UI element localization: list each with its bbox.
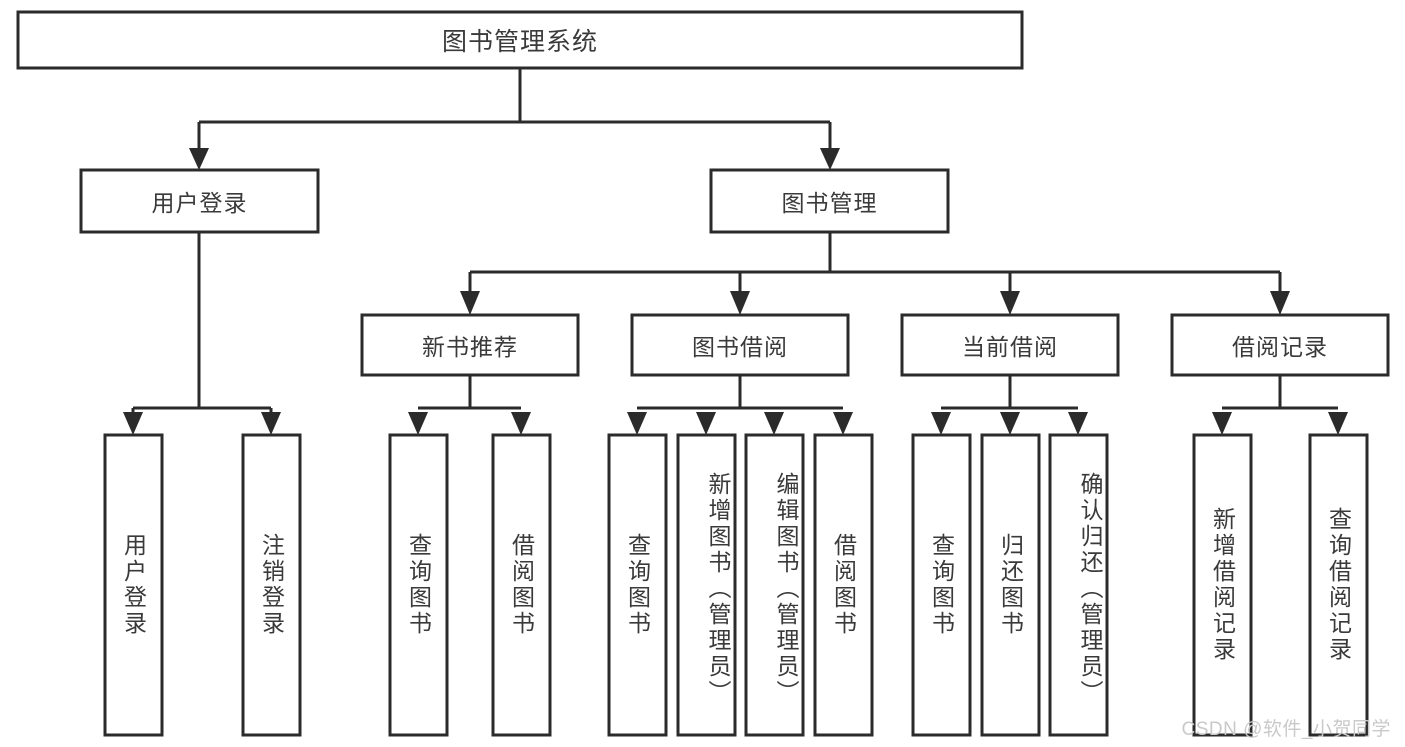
arrow-head-leaf-borrow-book-1 — [511, 412, 531, 435]
node-box-root[interactable] — [16, 10, 1024, 70]
node-box-leaf-query-record[interactable] — [1308, 433, 1369, 737]
connector-bookborrow-to-leaves — [627, 375, 853, 435]
arrow-head-leaf-edit-book — [764, 412, 784, 435]
arrow-head-leaf-query-record — [1328, 412, 1348, 435]
node-box-current-borrow[interactable] — [900, 313, 1120, 377]
node-box-leaf-confirm-return[interactable] — [1048, 433, 1109, 737]
arrow-head-leaf-return-book — [1000, 412, 1020, 435]
arrow-head-leaf-add-book — [696, 412, 716, 435]
node-box-leaf-query-book-3[interactable] — [911, 433, 972, 737]
node-box-leaf-query-book-2[interactable] — [607, 433, 668, 737]
arrow-head-new-book — [460, 291, 480, 315]
arrow-head-leaf-query-book-3 — [931, 412, 951, 435]
node-box-book-borrow[interactable] — [630, 313, 850, 377]
arrow-head-leaf-query-book-2 — [627, 412, 647, 435]
arrow-head-book-borrow — [730, 291, 750, 315]
node-box-leaf-add-record[interactable] — [1192, 433, 1253, 737]
node-box-leaf-add-book[interactable] — [676, 433, 737, 737]
arrow-head-book-management — [820, 148, 840, 170]
arrow-head-leaf-add-record — [1212, 412, 1232, 435]
node-box-user-login[interactable] — [79, 168, 320, 234]
node-box-leaf-user-login[interactable] — [103, 433, 164, 737]
arrow-head-leaf-user-login — [123, 412, 143, 435]
node-box-borrow-record[interactable] — [1170, 313, 1390, 377]
node-box-leaf-query-book-1[interactable] — [388, 433, 449, 737]
node-box-book-management[interactable] — [709, 168, 950, 234]
connector-borrowrecord-to-leaves — [1212, 375, 1348, 435]
arrow-head-user-login — [189, 148, 209, 170]
arrow-head-leaf-borrow-book-2 — [833, 412, 853, 435]
connector-userlogin-to-leaves — [123, 232, 281, 435]
arrow-head-borrow-record — [1270, 291, 1290, 315]
arrow-head-leaf-logout-login — [261, 412, 281, 435]
node-box-leaf-logout-login[interactable] — [241, 433, 302, 737]
node-box-leaf-borrow-book-1[interactable] — [491, 433, 552, 737]
arrow-head-leaf-query-book-1 — [408, 412, 428, 435]
node-box-leaf-borrow-book-2[interactable] — [813, 433, 874, 737]
arrow-head-leaf-confirm-return — [1068, 412, 1088, 435]
node-box-leaf-return-book[interactable] — [980, 433, 1041, 737]
node-box-leaf-edit-book[interactable] — [744, 433, 805, 737]
connector-currentborrow-to-leaves — [931, 375, 1088, 435]
connector-bookmgmt-to-level2 — [460, 232, 1290, 315]
connector-newbook-to-leaves — [408, 375, 531, 435]
arrow-head-current-borrow — [1000, 291, 1020, 315]
connector-root-to-level1 — [189, 68, 840, 170]
node-box-new-book-recommend[interactable] — [360, 313, 580, 377]
